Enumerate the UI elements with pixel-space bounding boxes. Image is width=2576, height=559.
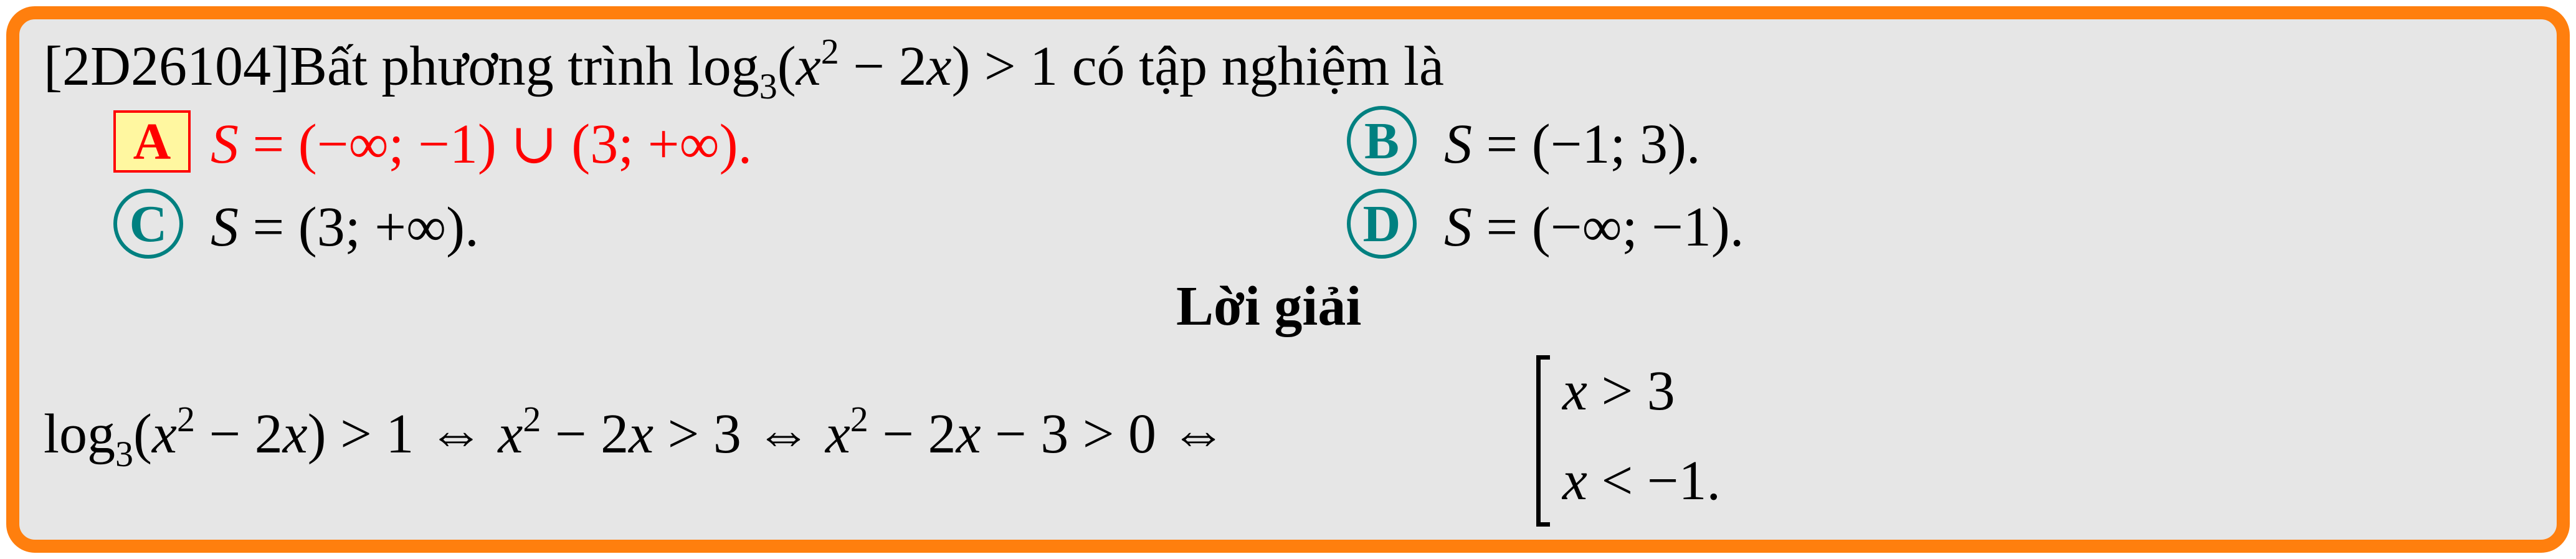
choice-b-text[interactable]: S = (−1; 3). [1444,113,1701,175]
case-1: x > 3 [1562,360,1675,422]
solution-title: Lời giải [1176,275,1362,337]
choice-c-badge[interactable]: C [113,189,183,259]
choice-d-badge[interactable]: D [1347,189,1417,259]
choice-b-badge[interactable]: B [1347,106,1417,176]
choice-a-text[interactable]: S = (−∞; −1) ∪ (3; +∞). [211,113,753,175]
case-2: x < −1. [1562,450,1721,512]
question-stem: [2D26104]Bất phương trình log3(x2 − 2x) … [44,31,1444,107]
cases-bracket [1536,355,1550,527]
choice-c-text[interactable]: S = (3; +∞). [211,196,479,258]
question-id: [2D26104] [44,36,290,97]
choice-d-text[interactable]: S = (−∞; −1). [1444,196,1744,258]
question-card [6,6,2570,553]
solution-equation: log3(x2 − 2x) > 1 ⇔ x2 − 2x > 3 ⇔ x2 − 2… [44,399,1227,474]
choice-a-badge[interactable]: A [113,110,191,173]
